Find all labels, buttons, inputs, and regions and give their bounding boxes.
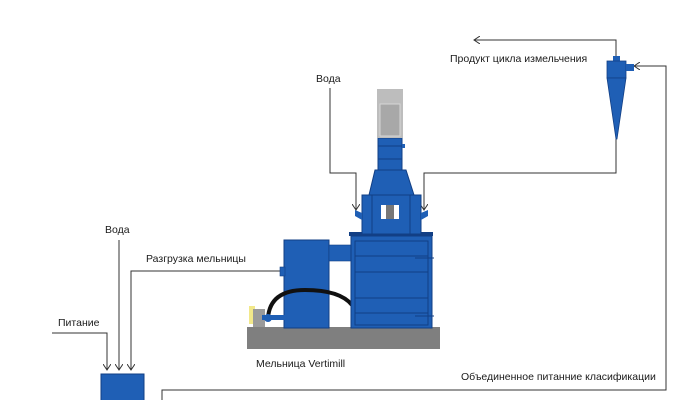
product-line [474,40,617,58]
separator-tank [283,239,330,329]
label-mill-discharge: Разгрузка мельницы [146,253,246,265]
mill-cone [368,169,415,196]
label-mill-name: Мельница Vertimill [256,358,346,370]
mill-base [247,327,440,349]
sump-tank [100,373,145,400]
feed-line [52,332,107,370]
label-product: Продукт цикла измельчения [450,53,588,65]
underflow-line [424,138,617,210]
label-combined-feed: Объединенное питанние класификации [461,371,656,383]
label-water-top: Вода [316,73,341,85]
hose [266,287,354,319]
hydrocyclone [606,56,634,140]
combined-feed-line [161,66,667,400]
mill-body [350,235,433,329]
water-top-line-left [329,88,356,210]
label-feed: Питание [58,317,100,329]
label-water-left: Вода [105,224,130,236]
mill-discharge-line [131,270,280,370]
